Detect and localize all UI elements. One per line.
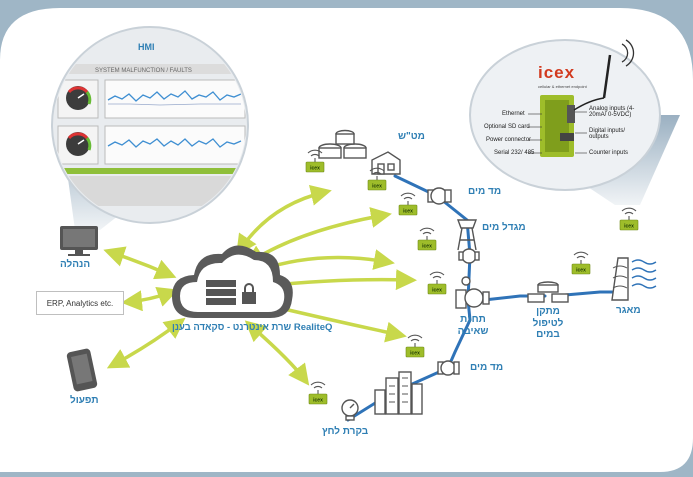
cloud-server-icon — [172, 245, 293, 318]
icex-device-tag: icex — [427, 271, 447, 295]
hmi-label: HMI — [138, 42, 155, 52]
management-label: הנהלה — [60, 259, 91, 270]
smartphone-icon — [66, 348, 98, 392]
icex-device-tag-label: icex — [432, 288, 442, 294]
icex-devices: icex icex icex icex icex icex icex icex icex — [305, 149, 639, 405]
reservoir-label: מאגר — [616, 305, 641, 316]
pressure-gauge-icon — [341, 399, 359, 421]
icex-device-tag: icex — [405, 334, 425, 358]
icex-device-tag: icex — [367, 167, 387, 191]
water-meter-label-2: מד מים — [470, 362, 504, 373]
reservoir-dam-icon — [611, 257, 657, 301]
icex-device-tag-label: icex — [576, 268, 586, 274]
icex-device-tag: icex — [619, 207, 639, 231]
water-meter-label-1: מד מים — [468, 186, 502, 197]
hmi-screen: SYSTEM MALFUNCTION / FAULTS — [51, 26, 249, 224]
icex-right-label-1: Digital inputs/ outputs — [589, 128, 626, 140]
water-tower-icon — [456, 219, 478, 251]
icex-device-tag-label: icex — [310, 166, 320, 172]
pressure-control-label: בקרת לחץ — [322, 426, 369, 437]
water-meter-icon — [427, 187, 452, 205]
panel-corner-curve — [620, 8, 693, 80]
hmi-trend-line-1 — [107, 90, 242, 102]
icex-logo: icex — [538, 63, 576, 82]
water-treatment-label: מתקן לטיפול במים — [532, 306, 564, 340]
sewage-label: מט"ש — [398, 131, 425, 142]
icex-device-detail — [469, 39, 661, 191]
water-meter-icon — [437, 360, 460, 376]
icex-tagline: cellular & ethernet endpoint — [538, 84, 587, 89]
city-buildings-icon — [374, 371, 423, 415]
pump-station-label: תחנת שאיבה — [457, 314, 489, 337]
icex-left-label-0: Ethernet — [502, 111, 525, 117]
monitor-icon — [60, 226, 98, 256]
icex-right-label-2: Counter inputs — [589, 150, 629, 156]
pump-station-icon — [455, 276, 490, 309]
erp-analytics-box: ERP, Analytics etc. — [36, 291, 124, 315]
water-treatment-icon — [527, 281, 569, 303]
icex-device-tag-label: icex — [403, 209, 413, 215]
icex-device-tag: icex — [308, 381, 328, 405]
hmi-trend-line-2 — [107, 138, 242, 148]
icex-left-label-3: Serial 232/ 485 — [494, 150, 535, 156]
operation-label: תפעול — [70, 395, 99, 406]
icex-device-tag-label: icex — [624, 224, 634, 230]
icex-device-tag-label: icex — [313, 398, 323, 404]
water-meter-icon — [458, 248, 480, 264]
water-tower-label: מגדל מים — [482, 222, 526, 233]
icex-device-tag-label: icex — [422, 244, 432, 250]
icex-device-tag: icex — [571, 251, 591, 275]
icex-device-tag: icex — [305, 149, 325, 173]
icex-left-label-2: Power connector — [486, 137, 532, 143]
icex-device-tag-label: icex — [410, 351, 420, 357]
hmi-header-text: SYSTEM MALFUNCTION / FAULTS — [95, 68, 192, 74]
icex-right-label-0: Analog inputs (4-20mA/ 0-5VDC) — [589, 106, 635, 118]
icex-device-tag: icex — [417, 227, 437, 251]
icex-left-label-1: Optional SD card — [484, 124, 530, 130]
icex-device-tag-label: icex — [372, 184, 382, 190]
icex-device-tag: icex — [398, 192, 418, 216]
antenna-icon — [602, 54, 612, 99]
server-label: RealiteQ שרת אינטרנט - סקאדה בענן — [172, 322, 333, 333]
